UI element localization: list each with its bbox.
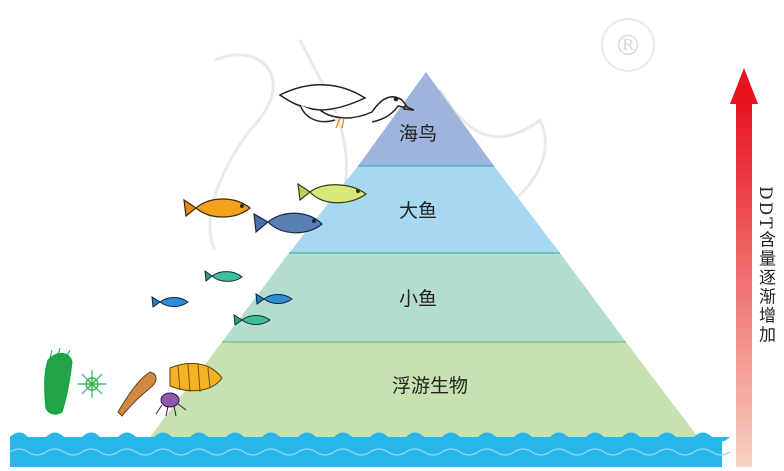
level-big-fish [289, 166, 560, 253]
label-plankton: 浮游生物 [392, 375, 468, 397]
pyramid [150, 72, 698, 437]
small-fish-icon-4 [233, 314, 271, 326]
label-big-fish: 大鱼 [399, 200, 437, 222]
small-fish-icon-3 [255, 293, 293, 305]
small-fish-icon-2 [151, 296, 189, 308]
spiky-plankton-icon [78, 370, 106, 398]
level-seabird [358, 72, 494, 166]
level-small-fish [222, 253, 626, 342]
ddt-increase-arrow [730, 68, 758, 467]
brown-plankton-icon [117, 371, 157, 417]
green-plankton-icon [44, 347, 73, 415]
label-seabird: 海鸟 [399, 123, 437, 145]
seagull-icon [278, 84, 415, 129]
yellow-plankton-icon [169, 362, 223, 393]
orange-fish-icon [183, 198, 251, 218]
purple-plankton-icon [155, 392, 187, 417]
water [9, 432, 731, 467]
label-small-fish: 小鱼 [399, 288, 437, 310]
registered-watermark: ® [614, 29, 642, 62]
level-plankton [150, 342, 698, 437]
yellow-green-fish-icon [297, 182, 368, 204]
blue-fish-icon [253, 212, 323, 234]
small-fish-icon [204, 269, 243, 282]
arrow-label: DDT含量逐渐增加 [755, 186, 775, 345]
